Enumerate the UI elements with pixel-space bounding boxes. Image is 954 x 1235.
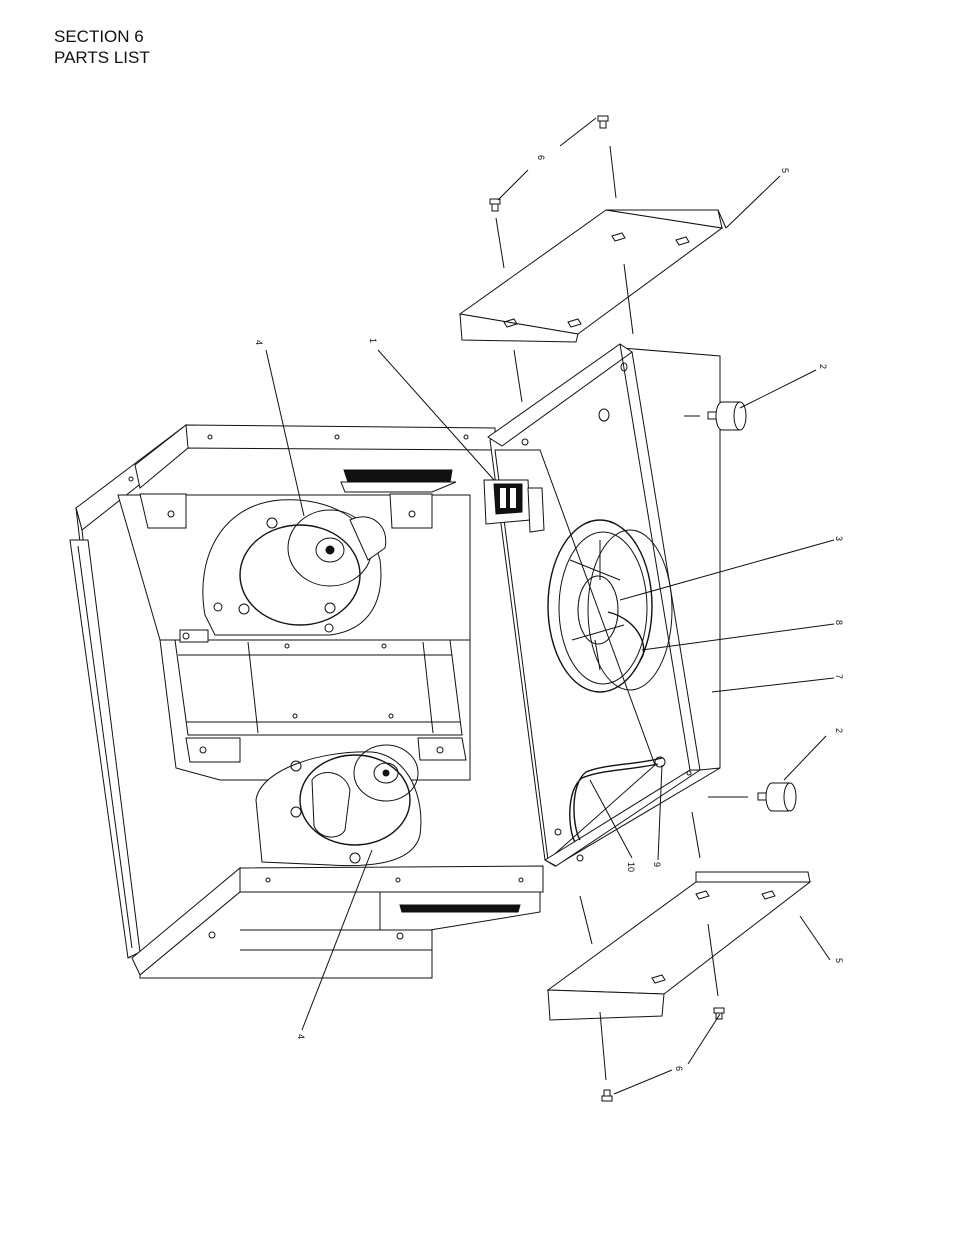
callout-3: 3 [834,536,844,541]
callout-2-upper: 2 [818,364,828,369]
callout-8: 8 [834,620,844,625]
screw-bottom-left [602,1090,612,1101]
screw-top-right [598,116,608,128]
callout-6-lower: 6 [674,1066,684,1071]
callout-7: 7 [834,674,844,679]
callout-5-upper: 5 [780,168,790,173]
top-bracket [460,210,726,342]
screw-bottom-right [714,1008,724,1019]
callout-6-upper: 6 [536,155,546,160]
callout-10: 10 [626,862,636,872]
screw-top-left [490,199,500,211]
callout-4-lower: 4 [296,1034,306,1039]
callout-5-lower: 5 [834,958,844,963]
side-panel-with-fan [484,344,720,866]
callout-9: 9 [652,862,662,867]
callout-4-upper: 4 [254,340,264,345]
foot-lower [758,783,796,811]
callout-2-lower: 2 [834,728,844,733]
feet [708,402,796,811]
callout-1: 1 [368,338,378,343]
bottom-bracket [548,872,810,1020]
